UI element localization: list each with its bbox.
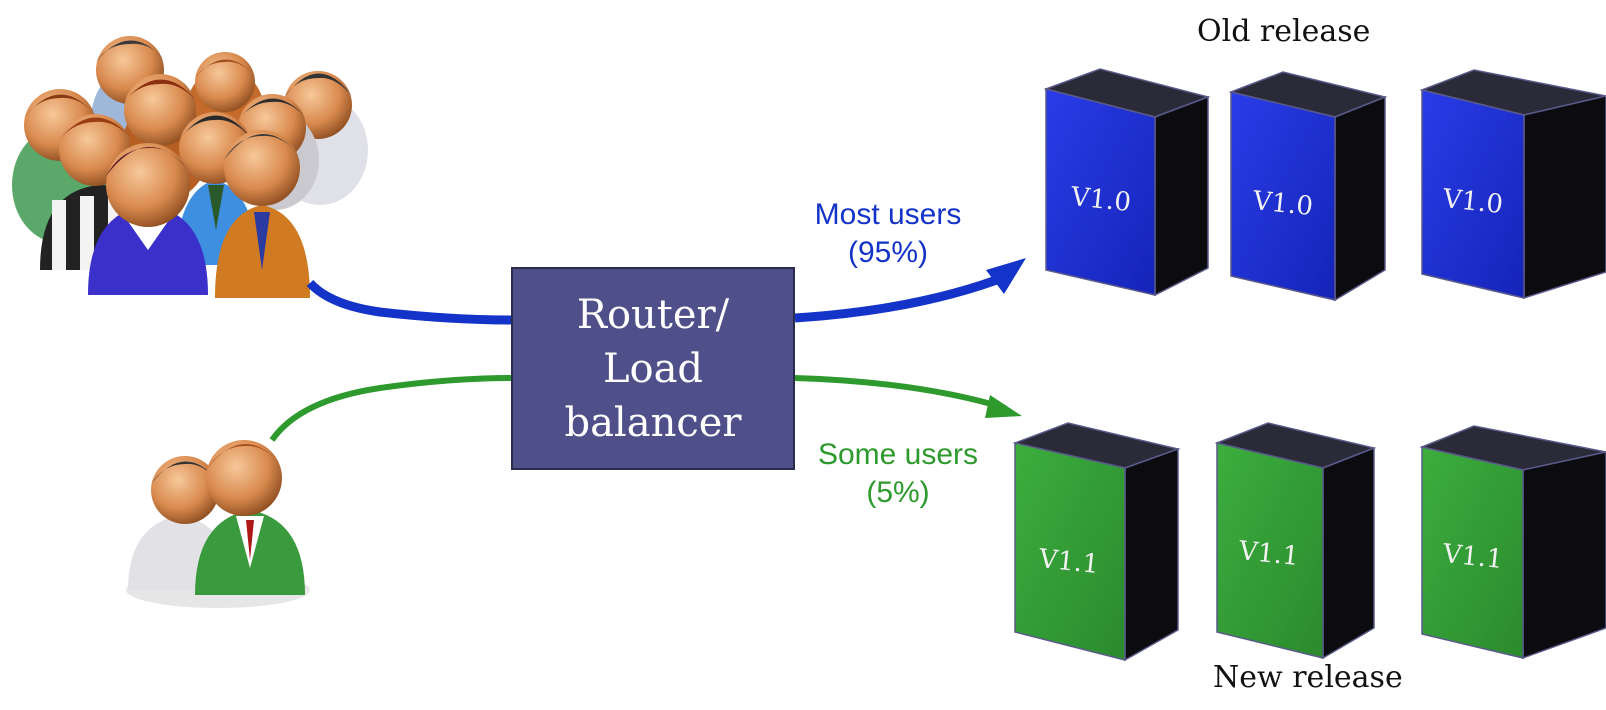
user-group-small-icon [126, 440, 310, 608]
router-label: Router/ Load balancer [564, 288, 741, 450]
new-release-title: New release [1213, 660, 1403, 695]
server-old-2: V1.0 [1228, 71, 1388, 302]
server-new-2: V1.1 [1214, 422, 1377, 660]
server-old-1: V1.0 [1043, 68, 1211, 297]
server-old-2-label: V1.0 [1250, 186, 1314, 222]
router-load-balancer-box: Router/ Load balancer [511, 267, 795, 470]
server-new-3: V1.1 [1419, 425, 1606, 660]
server-old-3-label: V1.0 [1440, 184, 1504, 220]
router-label-line-2: Load [602, 345, 704, 392]
most-users-input-curve [306, 279, 513, 325]
server-new-2-label: V1.1 [1236, 536, 1300, 572]
server-old-1-label: V1.0 [1068, 182, 1132, 218]
server-old-3: V1.0 [1419, 69, 1606, 300]
server-new-1: V1.1 [1012, 422, 1181, 662]
some-users-arrowhead [985, 395, 1022, 418]
most-users-arrowhead [986, 258, 1026, 294]
some-users-label-line-1: Some users [817, 438, 979, 471]
some-users-label-line-2: (5%) [866, 476, 930, 509]
some-users-label: Some users (5%) [798, 436, 998, 512]
most-users-label-line-1: Most users [814, 198, 962, 231]
router-label-line-3: balancer [564, 399, 742, 446]
most-users-label: Most users (95%) [788, 196, 988, 272]
old-release-title: Old release [1197, 14, 1371, 49]
some-users-input-curve [269, 375, 513, 442]
router-label-line-1: Router/ [576, 291, 730, 338]
most-users-label-line-2: (95%) [847, 236, 929, 269]
some-users-output-arrow [794, 375, 1006, 411]
user-group-large-icon [12, 36, 368, 298]
server-new-3-label: V1.1 [1440, 539, 1504, 575]
most-users-output-arrow [794, 270, 1012, 323]
server-new-1-label: V1.1 [1036, 544, 1100, 580]
